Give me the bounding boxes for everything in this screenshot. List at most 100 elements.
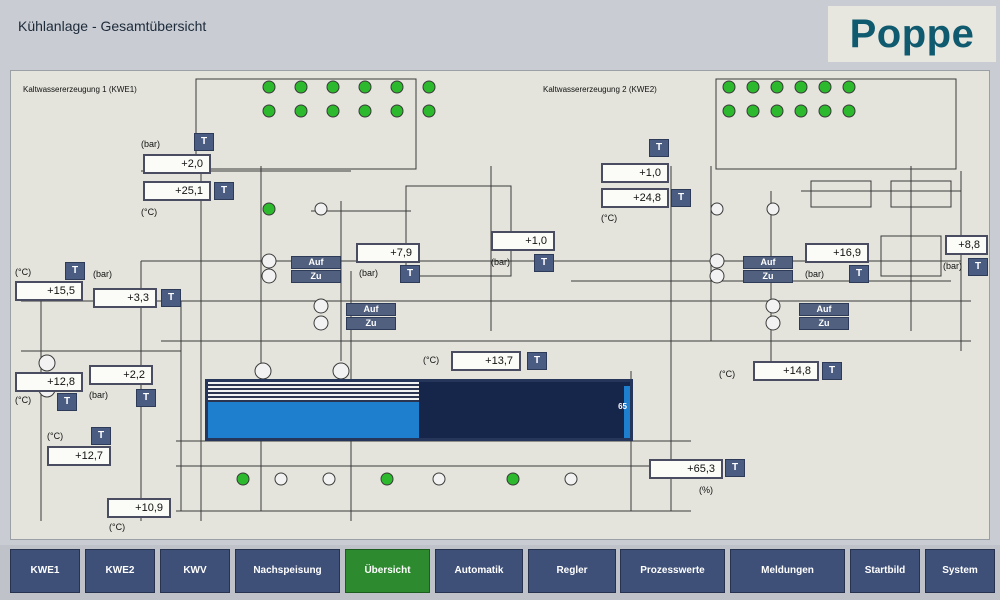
trend-button[interactable]: T xyxy=(161,289,181,307)
pump-icon xyxy=(254,362,272,380)
fan-status-icon xyxy=(422,80,436,94)
unit-celsius: (°C) xyxy=(15,395,32,405)
fan-status-icon xyxy=(262,80,276,94)
trend-button[interactable]: T xyxy=(194,133,214,151)
fan-status-icon xyxy=(770,80,784,94)
valve-close-button[interactable]: Zu xyxy=(346,317,396,330)
valve-close-button[interactable]: Zu xyxy=(799,317,849,330)
pump-status-icon xyxy=(274,472,288,486)
pump-status-icon xyxy=(710,202,724,216)
trend-button[interactable]: T xyxy=(534,254,554,272)
fan-status-icon xyxy=(818,80,832,94)
unit-bar: (bar) xyxy=(943,261,963,271)
pump-icon xyxy=(332,362,350,380)
storage-tank: 65 xyxy=(205,379,633,441)
fan-status-icon xyxy=(818,104,832,118)
nav-button-kwe1[interactable]: KWE1 xyxy=(10,549,80,593)
pump-icon xyxy=(765,298,781,314)
pump-status-icon xyxy=(766,202,780,216)
unit-celsius: (°C) xyxy=(15,267,32,277)
nav-button--bersicht[interactable]: Übersicht xyxy=(345,549,430,593)
section-label-kwe2: Kaltwassererzeugung 2 (KWE2) xyxy=(543,85,657,94)
tank-level-label: 65 xyxy=(618,402,627,411)
heat-exchanger xyxy=(880,235,942,277)
unit-celsius: (°C) xyxy=(47,431,64,441)
trend-button[interactable]: T xyxy=(822,362,842,380)
valve-open-button[interactable]: Auf xyxy=(291,256,341,269)
unit-bar: (bar) xyxy=(141,139,161,149)
trend-button[interactable]: T xyxy=(725,459,745,477)
chiller-frame-kwe2 xyxy=(715,78,957,170)
unit-celsius: (°C) xyxy=(423,355,440,365)
valve-open-button[interactable]: Auf xyxy=(743,256,793,269)
right-temp-value: +14,8 xyxy=(753,361,819,381)
kwe1-temp-value: +25,1 xyxy=(143,181,211,201)
trend-button[interactable]: T xyxy=(57,393,77,411)
kwe2-mid-value: +16,9 xyxy=(805,243,869,263)
nav-button-kwv[interactable]: KWV xyxy=(160,549,230,593)
process-diagram: Kaltwassererzeugung 1 (KWE1) Kaltwassere… xyxy=(10,70,990,540)
pump-icon xyxy=(313,315,329,331)
unit-bar: (bar) xyxy=(89,390,109,400)
heat-exchanger xyxy=(810,180,872,208)
kwe2-temp-value: +24,8 xyxy=(601,188,669,208)
trend-button[interactable]: T xyxy=(968,258,988,276)
trend-button[interactable]: T xyxy=(527,352,547,370)
unit-bar: (bar) xyxy=(93,269,113,279)
nav-button-nachspeisung[interactable]: Nachspeisung xyxy=(235,549,340,593)
fan-status-icon xyxy=(390,80,404,94)
trend-button[interactable]: T xyxy=(214,182,234,200)
fan-status-icon xyxy=(770,104,784,118)
trend-button[interactable]: T xyxy=(65,262,85,280)
unit-celsius: (°C) xyxy=(719,369,736,379)
tank-level-bar xyxy=(624,386,630,438)
pump-icon xyxy=(709,268,725,284)
trend-button[interactable]: T xyxy=(649,139,669,157)
fan-status-icon xyxy=(326,80,340,94)
fan-status-icon xyxy=(358,80,372,94)
unit-percent: (%) xyxy=(699,485,713,495)
kwe1-right-value: +1,0 xyxy=(491,231,555,251)
kwe1-pressure-value: +2,0 xyxy=(143,154,211,174)
trend-button[interactable]: T xyxy=(136,389,156,407)
pump-status-icon xyxy=(432,472,446,486)
nav-button-meldungen[interactable]: Meldungen xyxy=(730,549,845,593)
left-temp1-value: +15,5 xyxy=(15,281,83,301)
center-temp-value: +13,7 xyxy=(451,351,521,371)
pump-status-icon xyxy=(314,202,328,216)
nav-button-kwe2[interactable]: KWE2 xyxy=(85,549,155,593)
pump-icon xyxy=(709,253,725,269)
fan-status-icon xyxy=(294,104,308,118)
trend-button[interactable]: T xyxy=(849,265,869,283)
bottom-temp-value: +10,9 xyxy=(107,498,171,518)
valve-close-button[interactable]: Zu xyxy=(743,270,793,283)
fan-status-icon xyxy=(422,104,436,118)
kwe2-pressure-value: +1,0 xyxy=(601,163,669,183)
unit-celsius: (°C) xyxy=(109,522,126,532)
unit-bar: (bar) xyxy=(805,269,825,279)
nav-button-automatik[interactable]: Automatik xyxy=(435,549,523,593)
fan-status-icon xyxy=(746,104,760,118)
trend-button[interactable]: T xyxy=(91,427,111,445)
unit-bar: (bar) xyxy=(491,257,511,267)
nav-button-system[interactable]: System xyxy=(925,549,995,593)
fan-status-icon xyxy=(262,104,276,118)
left-temp2-value: +12,8 xyxy=(15,372,83,392)
kwe1-mid-value: +7,9 xyxy=(356,243,420,263)
trend-button[interactable]: T xyxy=(671,189,691,207)
trend-button[interactable]: T xyxy=(400,265,420,283)
nav-button-regler[interactable]: Regler xyxy=(528,549,616,593)
fan-status-icon xyxy=(842,104,856,118)
section-label-kwe1: Kaltwassererzeugung 1 (KWE1) xyxy=(23,85,137,94)
pump-icon xyxy=(261,268,277,284)
nav-button-prozesswerte[interactable]: Prozesswerte xyxy=(620,549,725,593)
pump-status-icon xyxy=(380,472,394,486)
valve-open-button[interactable]: Auf xyxy=(799,303,849,316)
poppe-logo: Poppe xyxy=(828,6,996,62)
valve-close-button[interactable]: Zu xyxy=(291,270,341,283)
fan-status-icon xyxy=(746,80,760,94)
fan-status-icon xyxy=(722,104,736,118)
fan-status-icon xyxy=(390,104,404,118)
valve-open-button[interactable]: Auf xyxy=(346,303,396,316)
nav-button-startbild[interactable]: Startbild xyxy=(850,549,920,593)
